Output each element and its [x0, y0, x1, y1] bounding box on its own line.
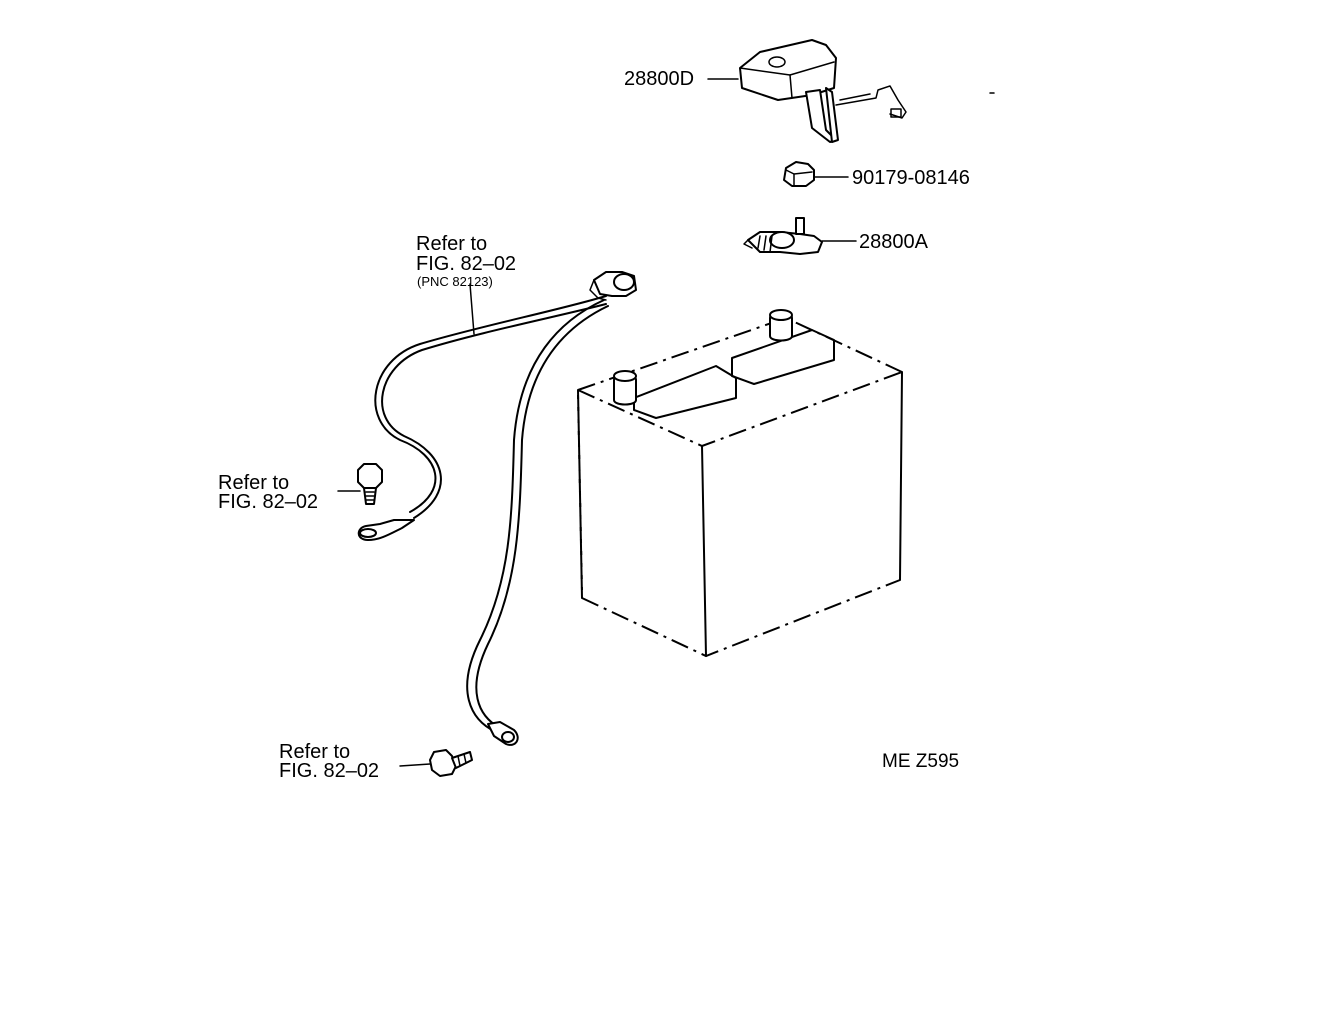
body-bolt [399, 749, 473, 777]
battery-cable [357, 271, 637, 746]
ref-ground-bolt-line2: FIG. 82–02 [218, 491, 319, 513]
label-28800a: 28800A [859, 231, 928, 253]
negative-post [613, 370, 637, 406]
leader-cable-ref [469, 283, 475, 335]
ref-body-bolt-line2: FIG. 82–02 [279, 760, 380, 782]
sensor-cover-28800d [739, 39, 995, 143]
label-90179-08146: 90179-08146 [852, 167, 970, 189]
terminal-clamp-28800a [743, 217, 857, 255]
ref-body-bolt-line1: Refer to [279, 741, 351, 763]
positive-post [769, 309, 793, 342]
ground-bolt [337, 463, 383, 505]
nut-90179 [783, 161, 849, 187]
ref-ground-bolt-line1: Refer to [218, 472, 290, 494]
ref-cable-line1: Refer to [416, 233, 488, 255]
label-28800d: 28800D [624, 68, 695, 90]
figure-code: ME Z595 [882, 751, 960, 772]
ref-cable-line2: FIG. 82–02 [416, 253, 517, 275]
battery-body [577, 309, 903, 658]
ref-cable-pnc: (PNC 82123) [417, 274, 493, 289]
